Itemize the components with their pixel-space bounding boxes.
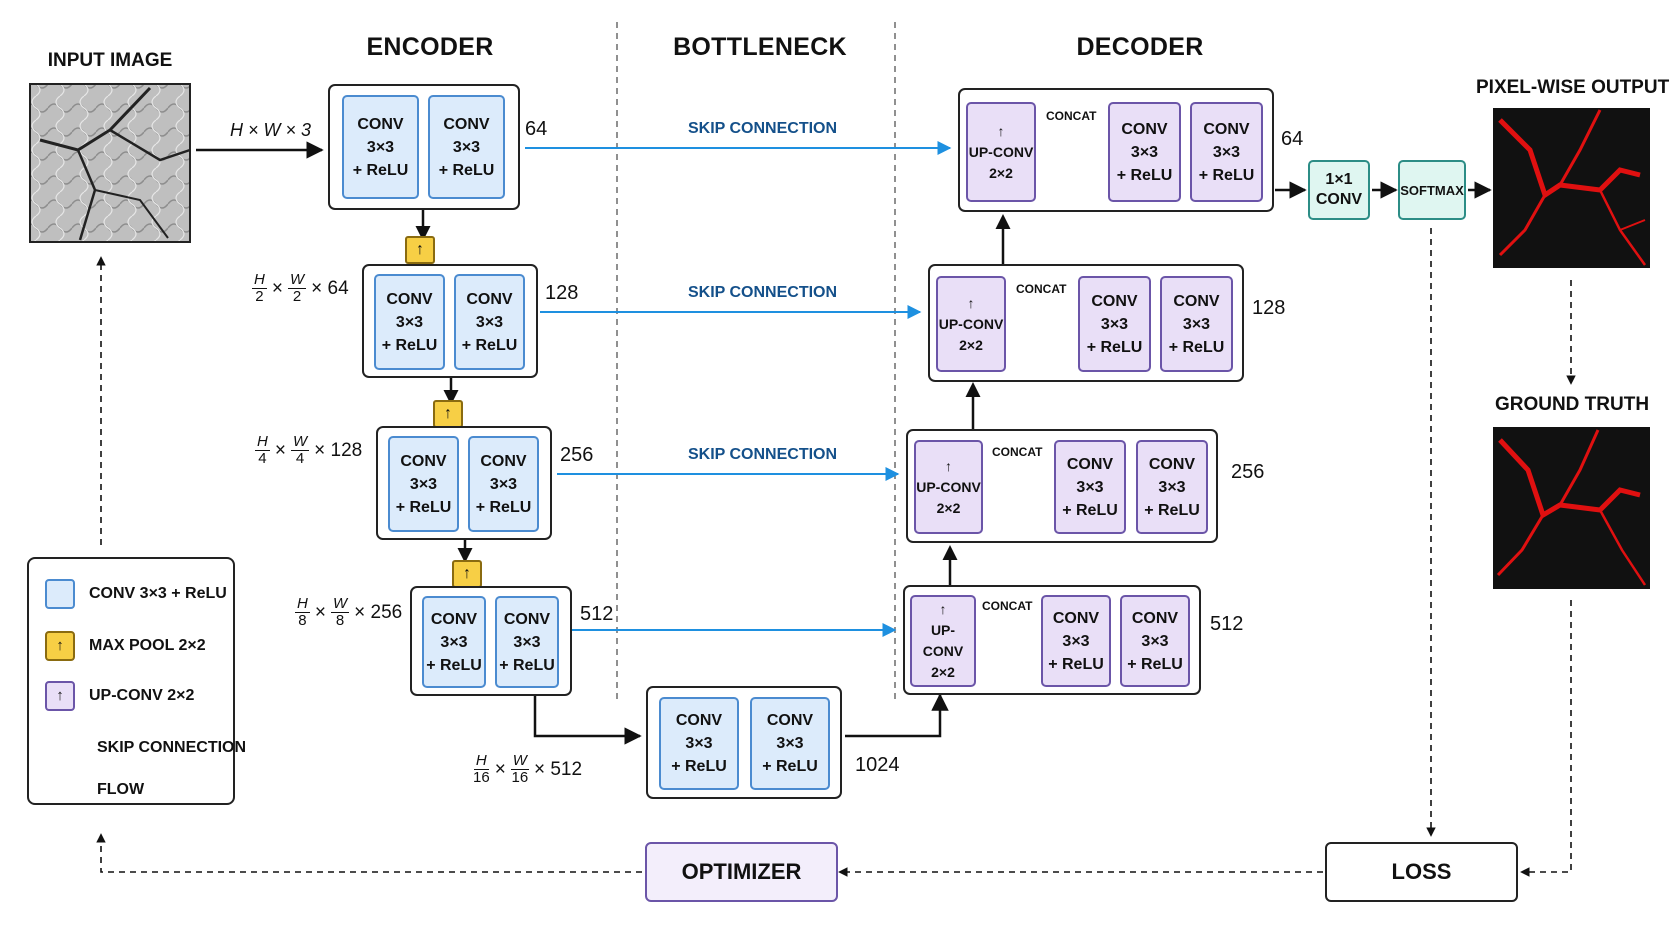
conv-swatch-icon [45, 579, 75, 609]
ground-truth-title: GROUND TRUTH [1494, 394, 1650, 415]
encoder-title: ENCODER [366, 33, 494, 61]
concat-label: CONCAT [1046, 109, 1097, 123]
concat-label: CONCAT [1016, 282, 1067, 296]
skip-connection-label: SKIP CONNECTION [688, 284, 838, 301]
channels-label: 64 [525, 118, 548, 140]
input-image-title: INPUT IMAGE [47, 50, 173, 71]
channels-label: 128 [1252, 297, 1286, 319]
legend: CONV 3×3 + ReLU ↑ MAX POOL 2×2 ↑ UP-CONV… [27, 557, 246, 805]
legend-item-conv: CONV 3×3 + ReLU [45, 579, 227, 609]
legend-item-upconv: ↑ UP-CONV 2×2 [45, 681, 194, 711]
decoder-title: DECODER [1076, 33, 1204, 61]
skip-connection-label: SKIP CONNECTION [688, 120, 838, 137]
max-pool-icon: ↑ [45, 631, 75, 661]
legend-item-skip: SKIP CONNECTION [97, 739, 247, 756]
channels-label: 256 [560, 444, 594, 466]
optimizer-block: OPTIMIZER [645, 842, 838, 902]
concat-label: CONCAT [982, 599, 1033, 613]
legend-item-flow: FLOW [97, 781, 145, 798]
max-pool-icon: ↑ [433, 400, 463, 428]
max-pool-icon: ↑ [405, 236, 435, 264]
channels-label: 256 [1231, 461, 1265, 483]
output-title: PIXEL-WISE OUTPUT [1476, 77, 1670, 98]
ground-truth-image-graphic [1493, 427, 1650, 589]
bottleneck-title: BOTTLENECK [673, 33, 847, 61]
input-dims: H × W × 3 [230, 120, 312, 140]
channels-label: 128 [545, 282, 579, 304]
input-image-graphic [29, 83, 191, 243]
max-pool-icon: ↑ [452, 560, 482, 588]
up-conv-icon: ↑ [45, 681, 75, 711]
channels-label: 512 [580, 603, 614, 625]
output-image-graphic [1493, 108, 1650, 268]
channels-label: 64 [1281, 128, 1304, 150]
softmax-block: SOFTMAX [1398, 160, 1466, 220]
loss-block: LOSS [1325, 842, 1518, 902]
channels-label: 512 [1210, 613, 1244, 635]
legend-item-pool: ↑ MAX POOL 2×2 [45, 631, 206, 661]
channels-label: 1024 [855, 754, 900, 776]
concat-label: CONCAT [992, 445, 1043, 459]
skip-connection-label: SKIP CONNECTION [688, 446, 838, 463]
